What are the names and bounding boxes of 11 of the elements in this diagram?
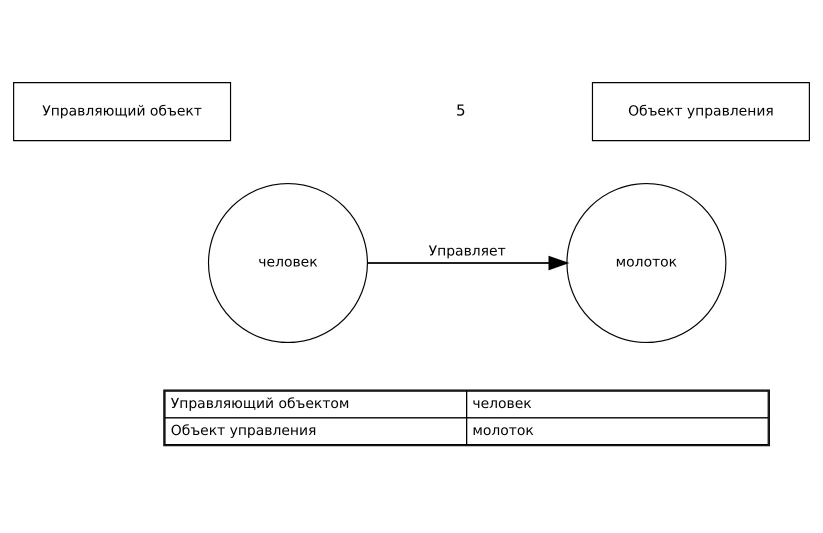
label: 5 bbox=[456, 102, 466, 120]
label: человек bbox=[472, 396, 532, 412]
node-box: Объект управления bbox=[592, 82, 810, 142]
edge-label: Управляет bbox=[428, 244, 506, 260]
arrow bbox=[368, 256, 570, 270]
node-box: Управляющий объект bbox=[13, 82, 232, 142]
label: молоток bbox=[472, 422, 534, 439]
node-circle: человек bbox=[208, 182, 368, 344]
label: Объект управления bbox=[170, 422, 316, 439]
label: Управляющий объектом bbox=[170, 396, 350, 412]
node-circle: молоток bbox=[566, 182, 726, 344]
